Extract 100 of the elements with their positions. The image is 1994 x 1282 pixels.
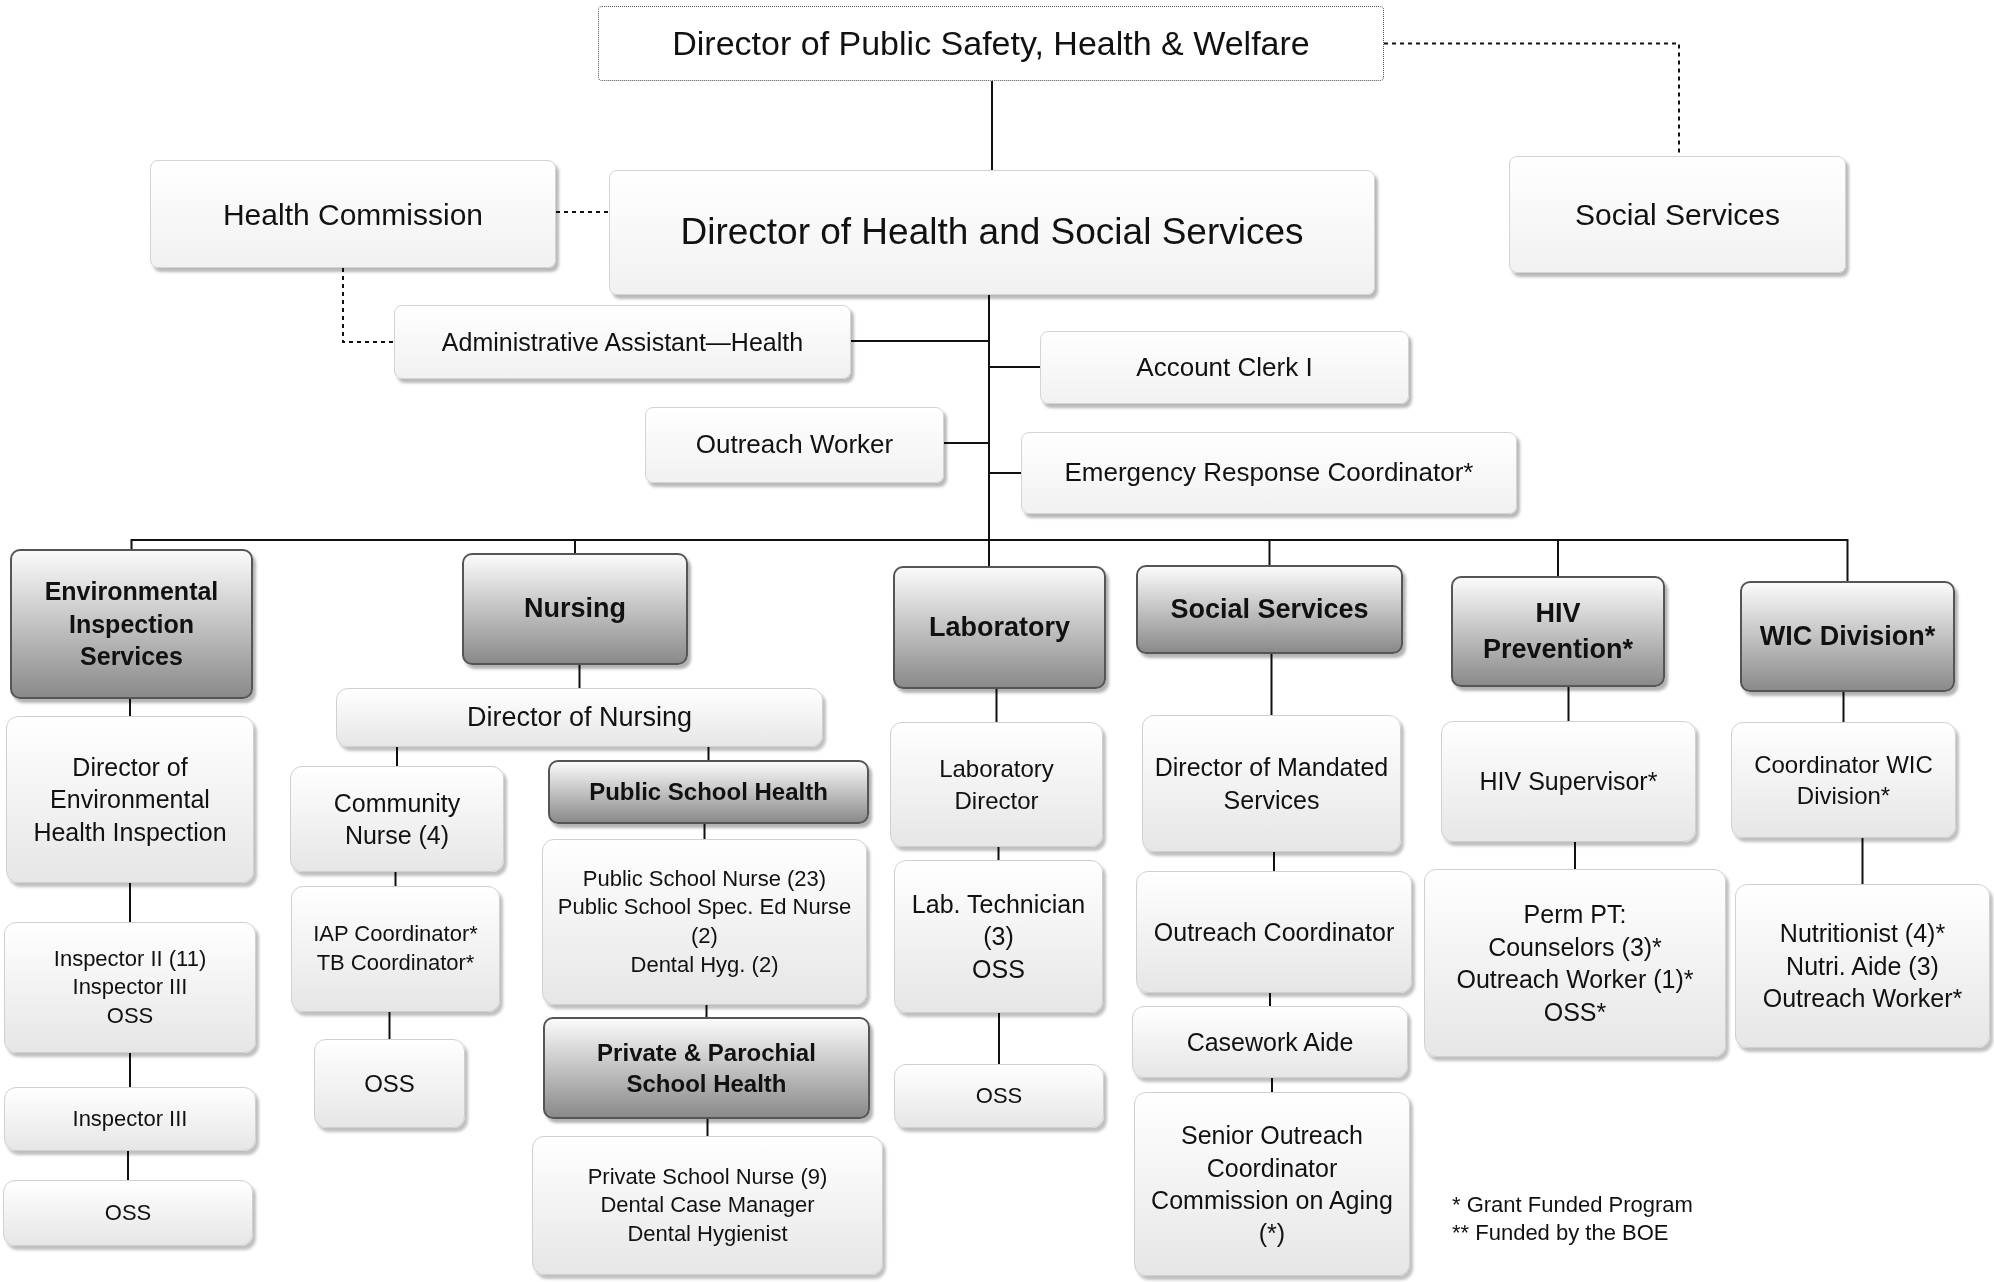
position-box <box>1021 432 1517 514</box>
position-title: Perm PT: <box>1523 899 1627 930</box>
dashed-connector <box>555 211 610 213</box>
position-title: IAP Coordinator* <box>313 920 478 949</box>
position-title: Private School Nurse (9) <box>587 1162 828 1191</box>
position-box <box>890 722 1103 847</box>
department-box <box>1451 576 1665 687</box>
connector-line <box>1574 841 1576 870</box>
connector-line <box>998 1012 1000 1065</box>
department-title: Nursing <box>524 592 626 626</box>
position-box <box>894 860 1103 1013</box>
department-title: HIV Prevention* <box>1481 597 1634 666</box>
connector-line <box>991 80 993 171</box>
department-title: Laboratory <box>929 610 1070 644</box>
department-title: Environmental Inspection Services <box>43 576 220 673</box>
footnote: * Grant Funded Program <box>1452 1191 1693 1219</box>
position-box <box>645 407 944 483</box>
position-title: Nutritionist (4)* <box>1779 918 1946 950</box>
position-title: OSS <box>972 953 1025 985</box>
connector-line <box>129 1052 131 1088</box>
position-title: Director of Mandated Services <box>1153 752 1390 816</box>
position-title: Coordinator WIC Division* <box>1753 749 1934 811</box>
position-box <box>150 160 556 268</box>
department-box <box>893 566 1106 689</box>
department-title: WIC Division* <box>1759 619 1936 653</box>
position-box <box>532 1136 883 1275</box>
position-title: Dental Case Manager <box>600 1191 815 1220</box>
position-title: Nutri. Aide (3) <box>1786 950 1939 982</box>
connector-line <box>1842 691 1845 723</box>
connector-line <box>388 1011 391 1040</box>
connector-line <box>707 746 710 761</box>
position-title: Dental Hyg. (2) <box>630 950 779 979</box>
department-box <box>462 553 688 665</box>
position-title: Administrative Assistant—Health <box>441 326 804 358</box>
connector-line <box>705 1004 708 1018</box>
department-box <box>543 1017 870 1119</box>
position-box <box>4 922 256 1053</box>
connector-line <box>1271 1077 1273 1093</box>
position-title: Outreach Worker <box>695 428 894 462</box>
position-title: OSS <box>364 1068 415 1099</box>
position-title: Dental Hygienist <box>627 1219 788 1248</box>
position-title: OSS <box>106 1001 154 1030</box>
position-title: Casework Aide <box>1186 1026 1354 1058</box>
connector-line <box>578 664 581 689</box>
position-title: Public School Spec. Ed Nurse (2) <box>556 893 853 950</box>
dashed-connector <box>342 267 395 343</box>
connector-line <box>1567 686 1570 722</box>
department-title: Private & Parochial School Health <box>596 1037 817 1099</box>
footnote: ** Funded by the BOE <box>1452 1218 1670 1246</box>
position-title: TB Coordinator* <box>316 949 475 977</box>
connector-line <box>995 688 998 723</box>
position-box <box>4 1087 256 1151</box>
position-box <box>1731 722 1956 838</box>
position-title: Outreach Coordinator <box>1153 916 1395 948</box>
position-title: Account Clerk I <box>1136 350 1313 384</box>
position-title: Public School Nurse (23) <box>582 864 827 893</box>
connector-line <box>1861 837 1864 885</box>
department-title: Public School Health <box>589 777 828 808</box>
position-title: Director of Nursing <box>466 700 693 734</box>
position-box <box>598 6 1384 81</box>
department-box <box>548 760 869 824</box>
position-title: OSS <box>975 1081 1023 1110</box>
connector-line <box>1269 992 1271 1007</box>
position-title: Director of Environmental Health Inspection <box>32 751 228 848</box>
position-box <box>6 716 254 883</box>
position-title: Senior Outreach Coordinator Commission on Aging (*) <box>1150 1120 1394 1249</box>
connector-line <box>1273 851 1275 872</box>
position-title: OSS* <box>1543 996 1607 1028</box>
position-box <box>3 1180 253 1246</box>
position-box <box>1142 715 1401 852</box>
connector-line <box>706 1118 709 1137</box>
position-box <box>394 305 851 379</box>
position-box <box>894 1064 1104 1128</box>
position-box <box>291 886 500 1012</box>
position-title: Inspector III <box>72 1104 188 1133</box>
department-title: Social Services <box>1170 592 1369 626</box>
position-title: Outreach Worker (1)* <box>1456 964 1694 995</box>
connector-line <box>396 746 398 767</box>
department-box <box>1136 565 1403 654</box>
position-box <box>290 766 504 872</box>
position-title: Social Services <box>1574 197 1781 233</box>
connector-line <box>127 1150 129 1181</box>
connector-line <box>394 871 397 887</box>
department-box <box>1740 581 1955 692</box>
department-box <box>10 549 253 699</box>
connector-line <box>1270 653 1273 716</box>
position-box <box>542 839 867 1005</box>
position-box <box>1136 871 1412 993</box>
position-box <box>1132 1006 1408 1078</box>
connector-line <box>129 882 131 923</box>
position-title: Outreach Worker* <box>1762 983 1963 1015</box>
position-title: OSS <box>104 1198 152 1227</box>
position-title: Laboratory Director <box>938 754 1055 816</box>
position-box <box>1441 721 1696 842</box>
position-title: Director of Public Safety, Health & Welfare <box>672 23 1310 65</box>
position-box <box>1134 1092 1410 1276</box>
position-box <box>1509 156 1846 273</box>
position-box <box>1040 331 1409 404</box>
position-box <box>1735 884 1990 1048</box>
position-box <box>1424 869 1726 1057</box>
